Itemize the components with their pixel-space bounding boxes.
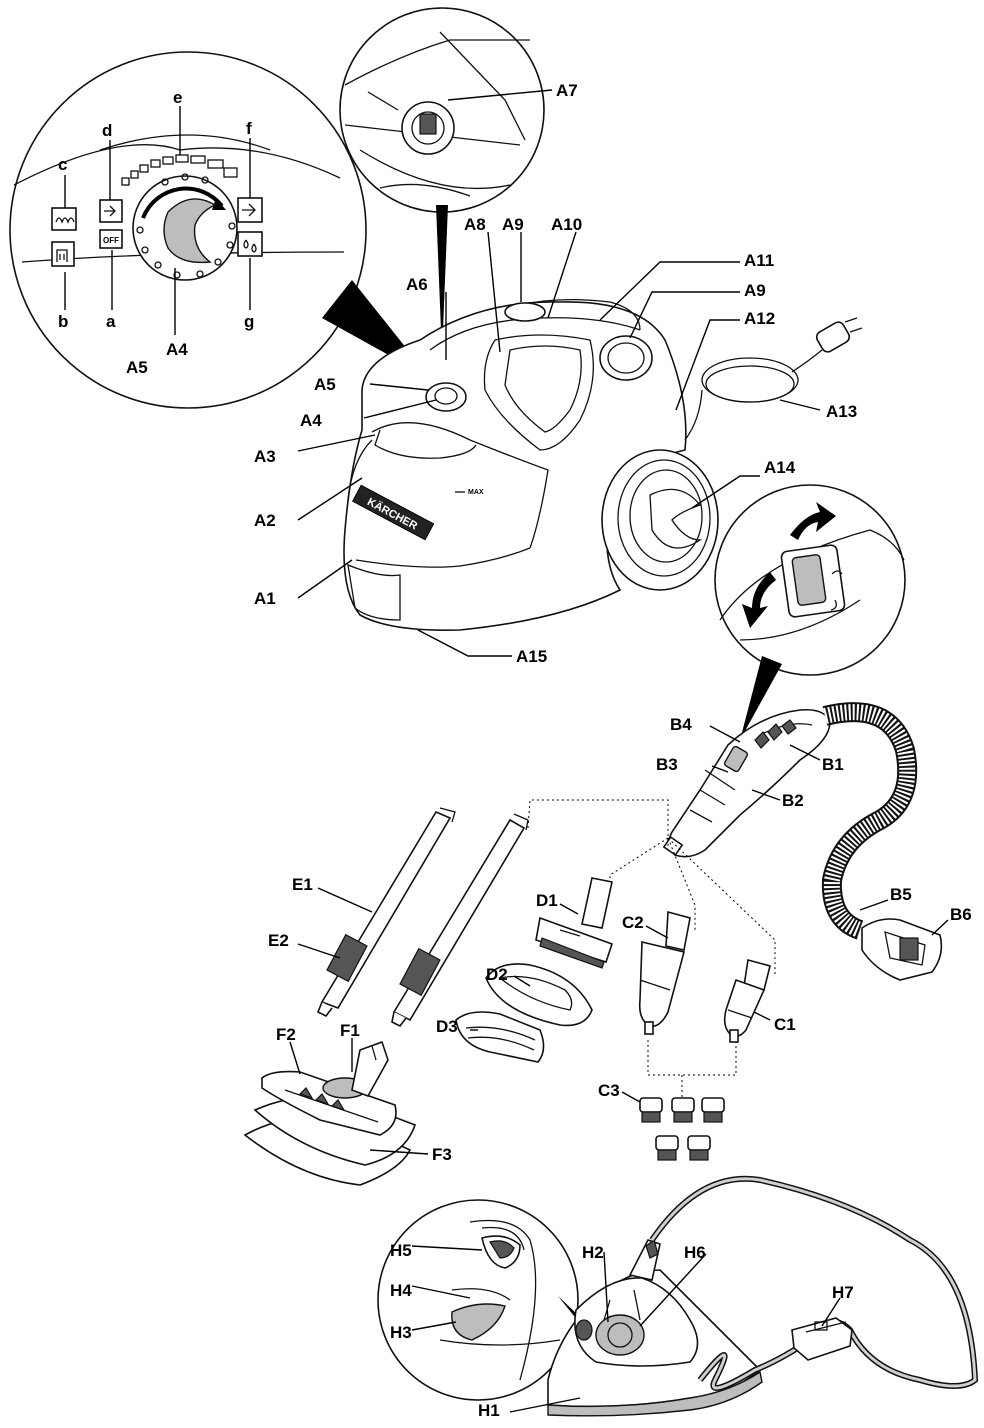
label-a9-right: A9 (744, 281, 766, 300)
label-d2: D2 (486, 965, 508, 984)
label-h5: H5 (390, 1241, 412, 1260)
label-h6: H6 (684, 1243, 706, 1262)
hand-nozzle (535, 877, 614, 969)
control-panel-zoom: OFF c b d a e f g A4 A5 (9, 51, 367, 409)
label-a14: A14 (764, 458, 796, 477)
label-a12: A12 (744, 309, 775, 328)
label-a4-zoom: A4 (166, 340, 188, 359)
power-nozzle (723, 958, 771, 1043)
label-a11: A11 (744, 251, 774, 270)
label-b6: B6 (950, 905, 972, 924)
terry-cover (485, 963, 593, 1027)
label-d1: D1 (536, 891, 558, 910)
iron-plug-box (791, 1317, 853, 1361)
label-d3: D3 (436, 1017, 458, 1036)
label-c: c (58, 155, 67, 174)
power-cord (684, 317, 863, 441)
label-b2: B2 (782, 791, 804, 810)
off-label: OFF (103, 236, 119, 245)
label-a15: A15 (516, 647, 547, 666)
label-e2: E2 (268, 931, 289, 950)
label-b: b (58, 312, 68, 331)
round-brushes (639, 1097, 725, 1161)
label-a: a (106, 312, 116, 331)
label-e: e (173, 88, 182, 107)
max-label: MAX (468, 489, 484, 496)
steam-gun (662, 708, 831, 858)
label-h1: H1 (478, 1401, 500, 1420)
label-a10: A10 (551, 215, 582, 234)
label-a1: A1 (254, 589, 276, 608)
steam-iron (547, 1238, 763, 1417)
hose-connector (861, 918, 943, 981)
label-a6: A6 (406, 275, 428, 294)
label-d: d (102, 121, 112, 140)
label-h7: H7 (832, 1283, 854, 1302)
label-g: g (244, 312, 254, 331)
level-segments (121, 154, 238, 186)
label-c3: C3 (598, 1081, 620, 1100)
label-c2: C2 (622, 913, 644, 932)
power-plug (815, 317, 863, 353)
label-a3: A3 (254, 447, 276, 466)
label-h2: H2 (582, 1243, 604, 1262)
steam-hose (821, 702, 943, 981)
label-a4: A4 (300, 411, 322, 430)
label-a9: A9 (502, 215, 524, 234)
off-button-icon[interactable]: OFF (99, 229, 123, 249)
label-a5-zoom: A5 (126, 358, 148, 377)
label-b3: B3 (656, 755, 678, 774)
arrow-up-icon (790, 502, 836, 540)
label-a7: A7 (556, 81, 578, 100)
zoom-pointer-filler (436, 205, 448, 355)
label-b5: B5 (890, 885, 912, 904)
heating-indicator-icon (51, 207, 77, 231)
steam-in-icon (99, 199, 123, 223)
extension-tube-left (316, 807, 456, 1018)
wheel (601, 449, 719, 591)
filler-cap-zoom (339, 7, 545, 213)
label-a13: A13 (826, 402, 857, 421)
label-b1: B1 (822, 755, 844, 774)
extension-tube-right (391, 813, 529, 1028)
zoom-pointer-switch (740, 656, 782, 740)
label-a8: A8 (464, 215, 486, 234)
steam-out-icon (237, 197, 263, 223)
label-a2: A2 (254, 511, 276, 530)
label-b4: B4 (670, 715, 692, 734)
label-f3: F3 (432, 1145, 452, 1164)
label-f: f (246, 119, 252, 138)
iron-cable (649, 1175, 979, 1391)
label-h4: H4 (390, 1281, 412, 1300)
floor-nozzle (243, 1040, 417, 1186)
water-drops-icon (237, 231, 263, 257)
water-shortage-icon (51, 241, 75, 267)
spot-nozzle (638, 910, 691, 1035)
label-e1: E1 (292, 875, 313, 894)
microfibre-cover (455, 1011, 545, 1063)
label-f2: F2 (276, 1025, 296, 1044)
selector-dial[interactable] (132, 173, 238, 281)
connection-lines (527, 799, 776, 1098)
label-f1: F1 (340, 1021, 360, 1040)
steam-cleaner-body: KÄRCHER MAX (343, 298, 863, 632)
arrow-down-icon (742, 572, 776, 628)
label-a5: A5 (314, 375, 336, 394)
iron-zoom (377, 1199, 579, 1401)
label-c1: C1 (774, 1015, 796, 1034)
filler-cap[interactable] (425, 382, 467, 412)
steam-switch-zoom (714, 484, 906, 676)
label-h3: H3 (390, 1323, 412, 1342)
